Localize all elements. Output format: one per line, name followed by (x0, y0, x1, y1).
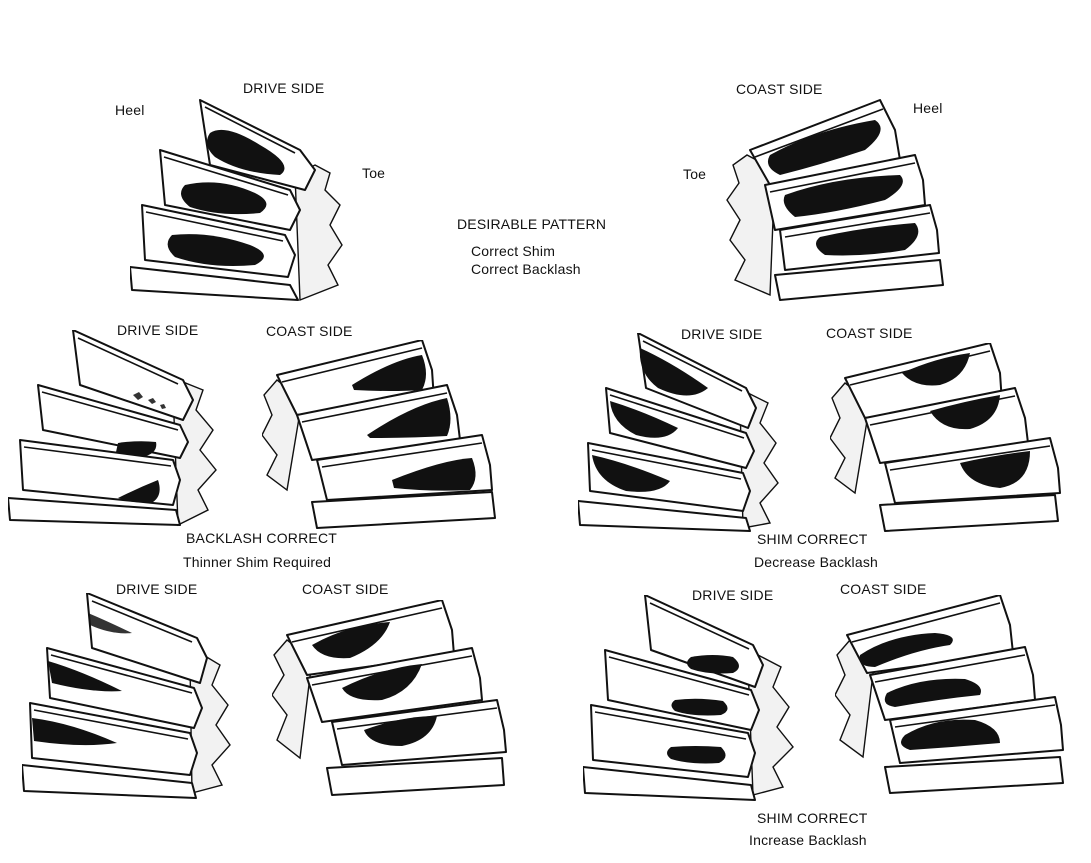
toe-label: Toe (362, 165, 386, 181)
drive-side-gear-illustration (22, 593, 242, 803)
toe-label: Toe (683, 166, 707, 182)
drive-side-gear-illustration (8, 330, 228, 530)
coast-side-label: COAST SIDE (302, 581, 389, 597)
correct-shim-text: Correct Shim (471, 243, 556, 259)
desirable-pattern-title: DESIRABLE PATTERN (457, 216, 607, 232)
drive-side-label: DRIVE SIDE (692, 587, 774, 603)
heel-label: Heel (913, 100, 943, 116)
correct-backlash-text: Correct Backlash (471, 261, 581, 277)
drive-side-label: DRIVE SIDE (243, 80, 325, 96)
drive-side-gear-illustration (583, 595, 808, 805)
shim-correct-title: SHIM CORRECT (757, 810, 868, 826)
drive-side-gear-illustration (578, 333, 798, 533)
drive-side-label: DRIVE SIDE (116, 581, 198, 597)
coast-side-label: COAST SIDE (826, 325, 913, 341)
coast-side-label: COAST SIDE (840, 581, 927, 597)
coast-side-gear-illustration (835, 595, 1070, 795)
coast-side-gear-illustration (725, 95, 955, 305)
coast-side-gear-illustration (262, 340, 502, 530)
coast-side-gear-illustration (272, 600, 512, 800)
drive-side-gear-illustration (130, 95, 360, 305)
coast-side-label: COAST SIDE (266, 323, 353, 339)
thinner-shim-text: Thinner Shim Required (183, 554, 332, 570)
decrease-backlash-text: Decrease Backlash (754, 554, 879, 570)
shim-correct-title: SHIM CORRECT (757, 531, 868, 547)
drive-side-label: DRIVE SIDE (117, 322, 199, 338)
coast-side-label: COAST SIDE (736, 81, 823, 97)
drive-side-label: DRIVE SIDE (681, 326, 763, 342)
heel-label: Heel (115, 102, 145, 118)
increase-backlash-text: Increase Backlash (749, 832, 867, 848)
backlash-correct-title: BACKLASH CORRECT (186, 530, 338, 546)
coast-side-gear-illustration (830, 343, 1065, 533)
